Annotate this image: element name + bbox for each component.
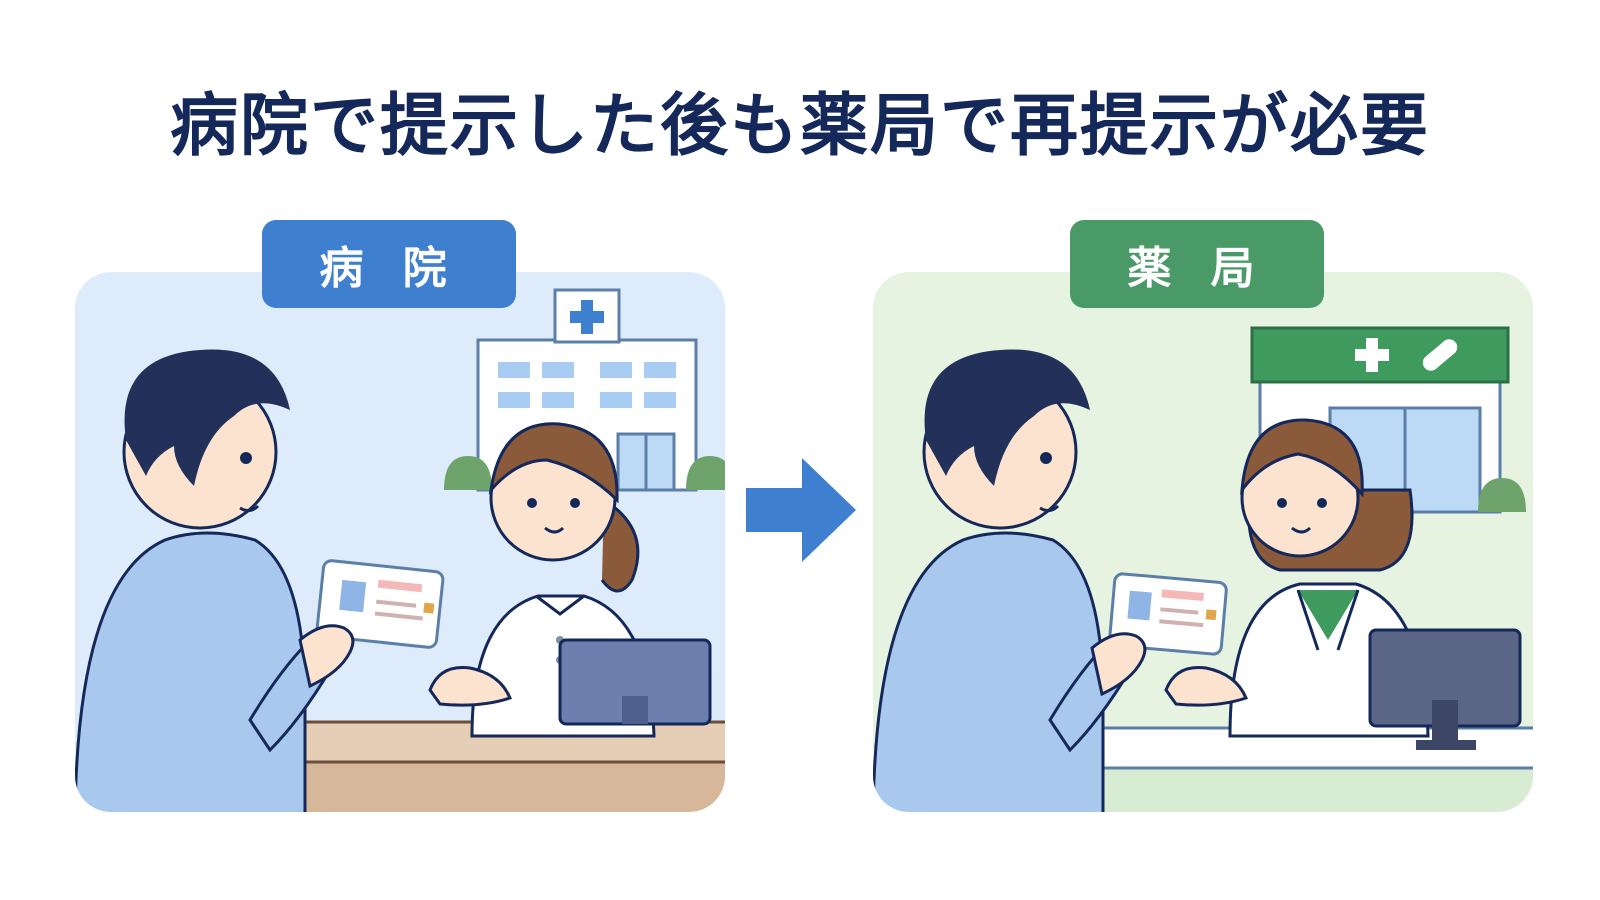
computer-monitor-icon <box>558 638 712 726</box>
medical-cross-icon <box>570 300 604 334</box>
insurance-card-icon <box>1108 572 1228 656</box>
pharmacy-label: 薬 局 <box>1070 220 1324 308</box>
patient-figure <box>873 349 1132 812</box>
hospital-panel <box>75 272 725 812</box>
arrow-right-icon <box>746 458 856 562</box>
hospital-label: 病 院 <box>262 220 516 308</box>
patient-figure <box>75 349 332 812</box>
insurance-card-icon <box>315 559 445 649</box>
computer-monitor-icon <box>1368 628 1522 750</box>
page-title: 病院で提示した後も薬局で再提示が必要 <box>169 87 1430 166</box>
medical-cross-icon <box>1355 338 1389 372</box>
pill-icon <box>1422 339 1458 371</box>
pharmacy-panel <box>873 272 1533 812</box>
